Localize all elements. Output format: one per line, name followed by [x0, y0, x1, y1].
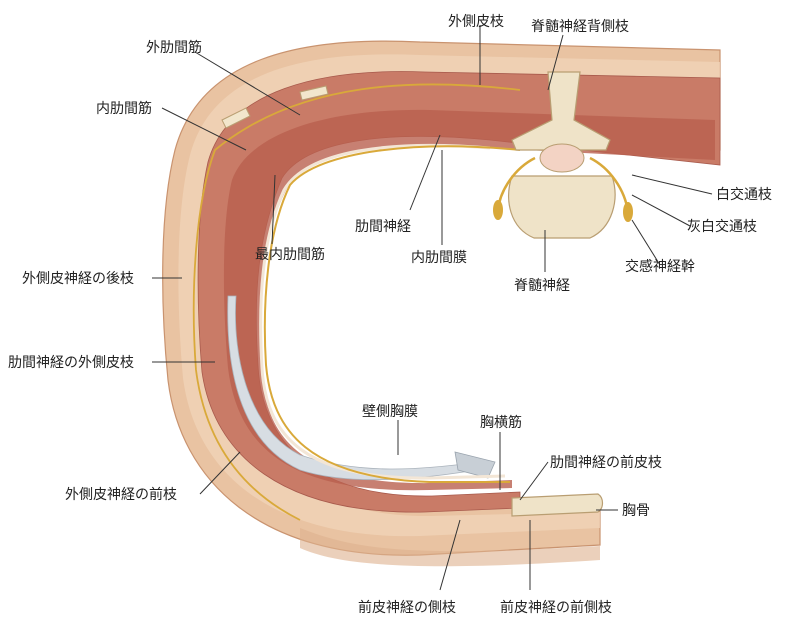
label-white-ramus: 白交通枝	[716, 186, 772, 203]
label-sternum: 胸骨	[622, 503, 650, 519]
inner-lining	[259, 143, 506, 480]
label-external-intercostal: 外肋間筋	[146, 39, 202, 56]
innermost-layer	[223, 109, 715, 491]
vertebra-spinous	[511, 71, 611, 151]
label-transversus-thoracis: 胸横筋	[480, 414, 522, 431]
rib-piece-2	[299, 85, 329, 101]
leader-lines	[152, 25, 713, 591]
label-internal-intercostal-membrane: 内肋間膜	[411, 250, 467, 266]
label-anterior-cutaneous-of-intercostal: 肋間神経の前皮枝	[550, 454, 662, 471]
sternum-shape	[511, 493, 604, 517]
pleura-curl	[454, 451, 496, 479]
label-gray-ramus: 灰白交通枝	[687, 218, 757, 235]
label-internal-intercostal: 内肋間筋	[96, 100, 152, 117]
label-dorsal-branch-spinal: 脊髄神経背側枝	[531, 19, 629, 35]
cutaneous-nerve-line	[192, 83, 521, 521]
intercostal-nerve-line	[263, 145, 521, 483]
labels: 外肋間筋 内肋間筋 外側皮枝 脊髄神経背側枝 白交通枝 灰白交通枝 交感神経幹 …	[8, 14, 772, 616]
sympathetic-ganglion	[623, 202, 633, 222]
label-parietal-pleura: 壁側胸膜	[362, 404, 418, 420]
label-anterior-branch-lateral-cutaneous: 外側皮神経の前枝	[65, 486, 177, 503]
label-lateral-cutaneous-branch: 外側皮枝	[448, 14, 504, 30]
vertebra	[493, 71, 633, 239]
rib-piece-1	[221, 107, 251, 129]
label-intercostal-nerve: 肋間神経	[355, 219, 411, 235]
spinal-canal	[539, 143, 585, 173]
label-lateral-branch-anterior-cutaneous: 前皮神経の側枝	[358, 599, 456, 616]
body-wall	[162, 40, 721, 567]
label-innermost-intercostal: 最内肋間筋	[255, 246, 325, 263]
vertebral-body	[508, 175, 616, 239]
label-spinal-nerve: 脊髄神経	[514, 278, 570, 294]
lower-wall	[300, 528, 600, 567]
label-medial-branch-anterior-cutaneous: 前皮神経の前側枝	[500, 599, 612, 616]
label-posterior-branch-lateral-cutaneous: 外側皮神経の後枝	[22, 271, 134, 287]
dorsal-root-ganglion	[493, 200, 503, 220]
label-lateral-cutaneous-of-intercostal: 肋間神経の外側皮枝	[8, 355, 134, 371]
label-sympathetic-trunk: 交感神経幹	[625, 258, 695, 275]
